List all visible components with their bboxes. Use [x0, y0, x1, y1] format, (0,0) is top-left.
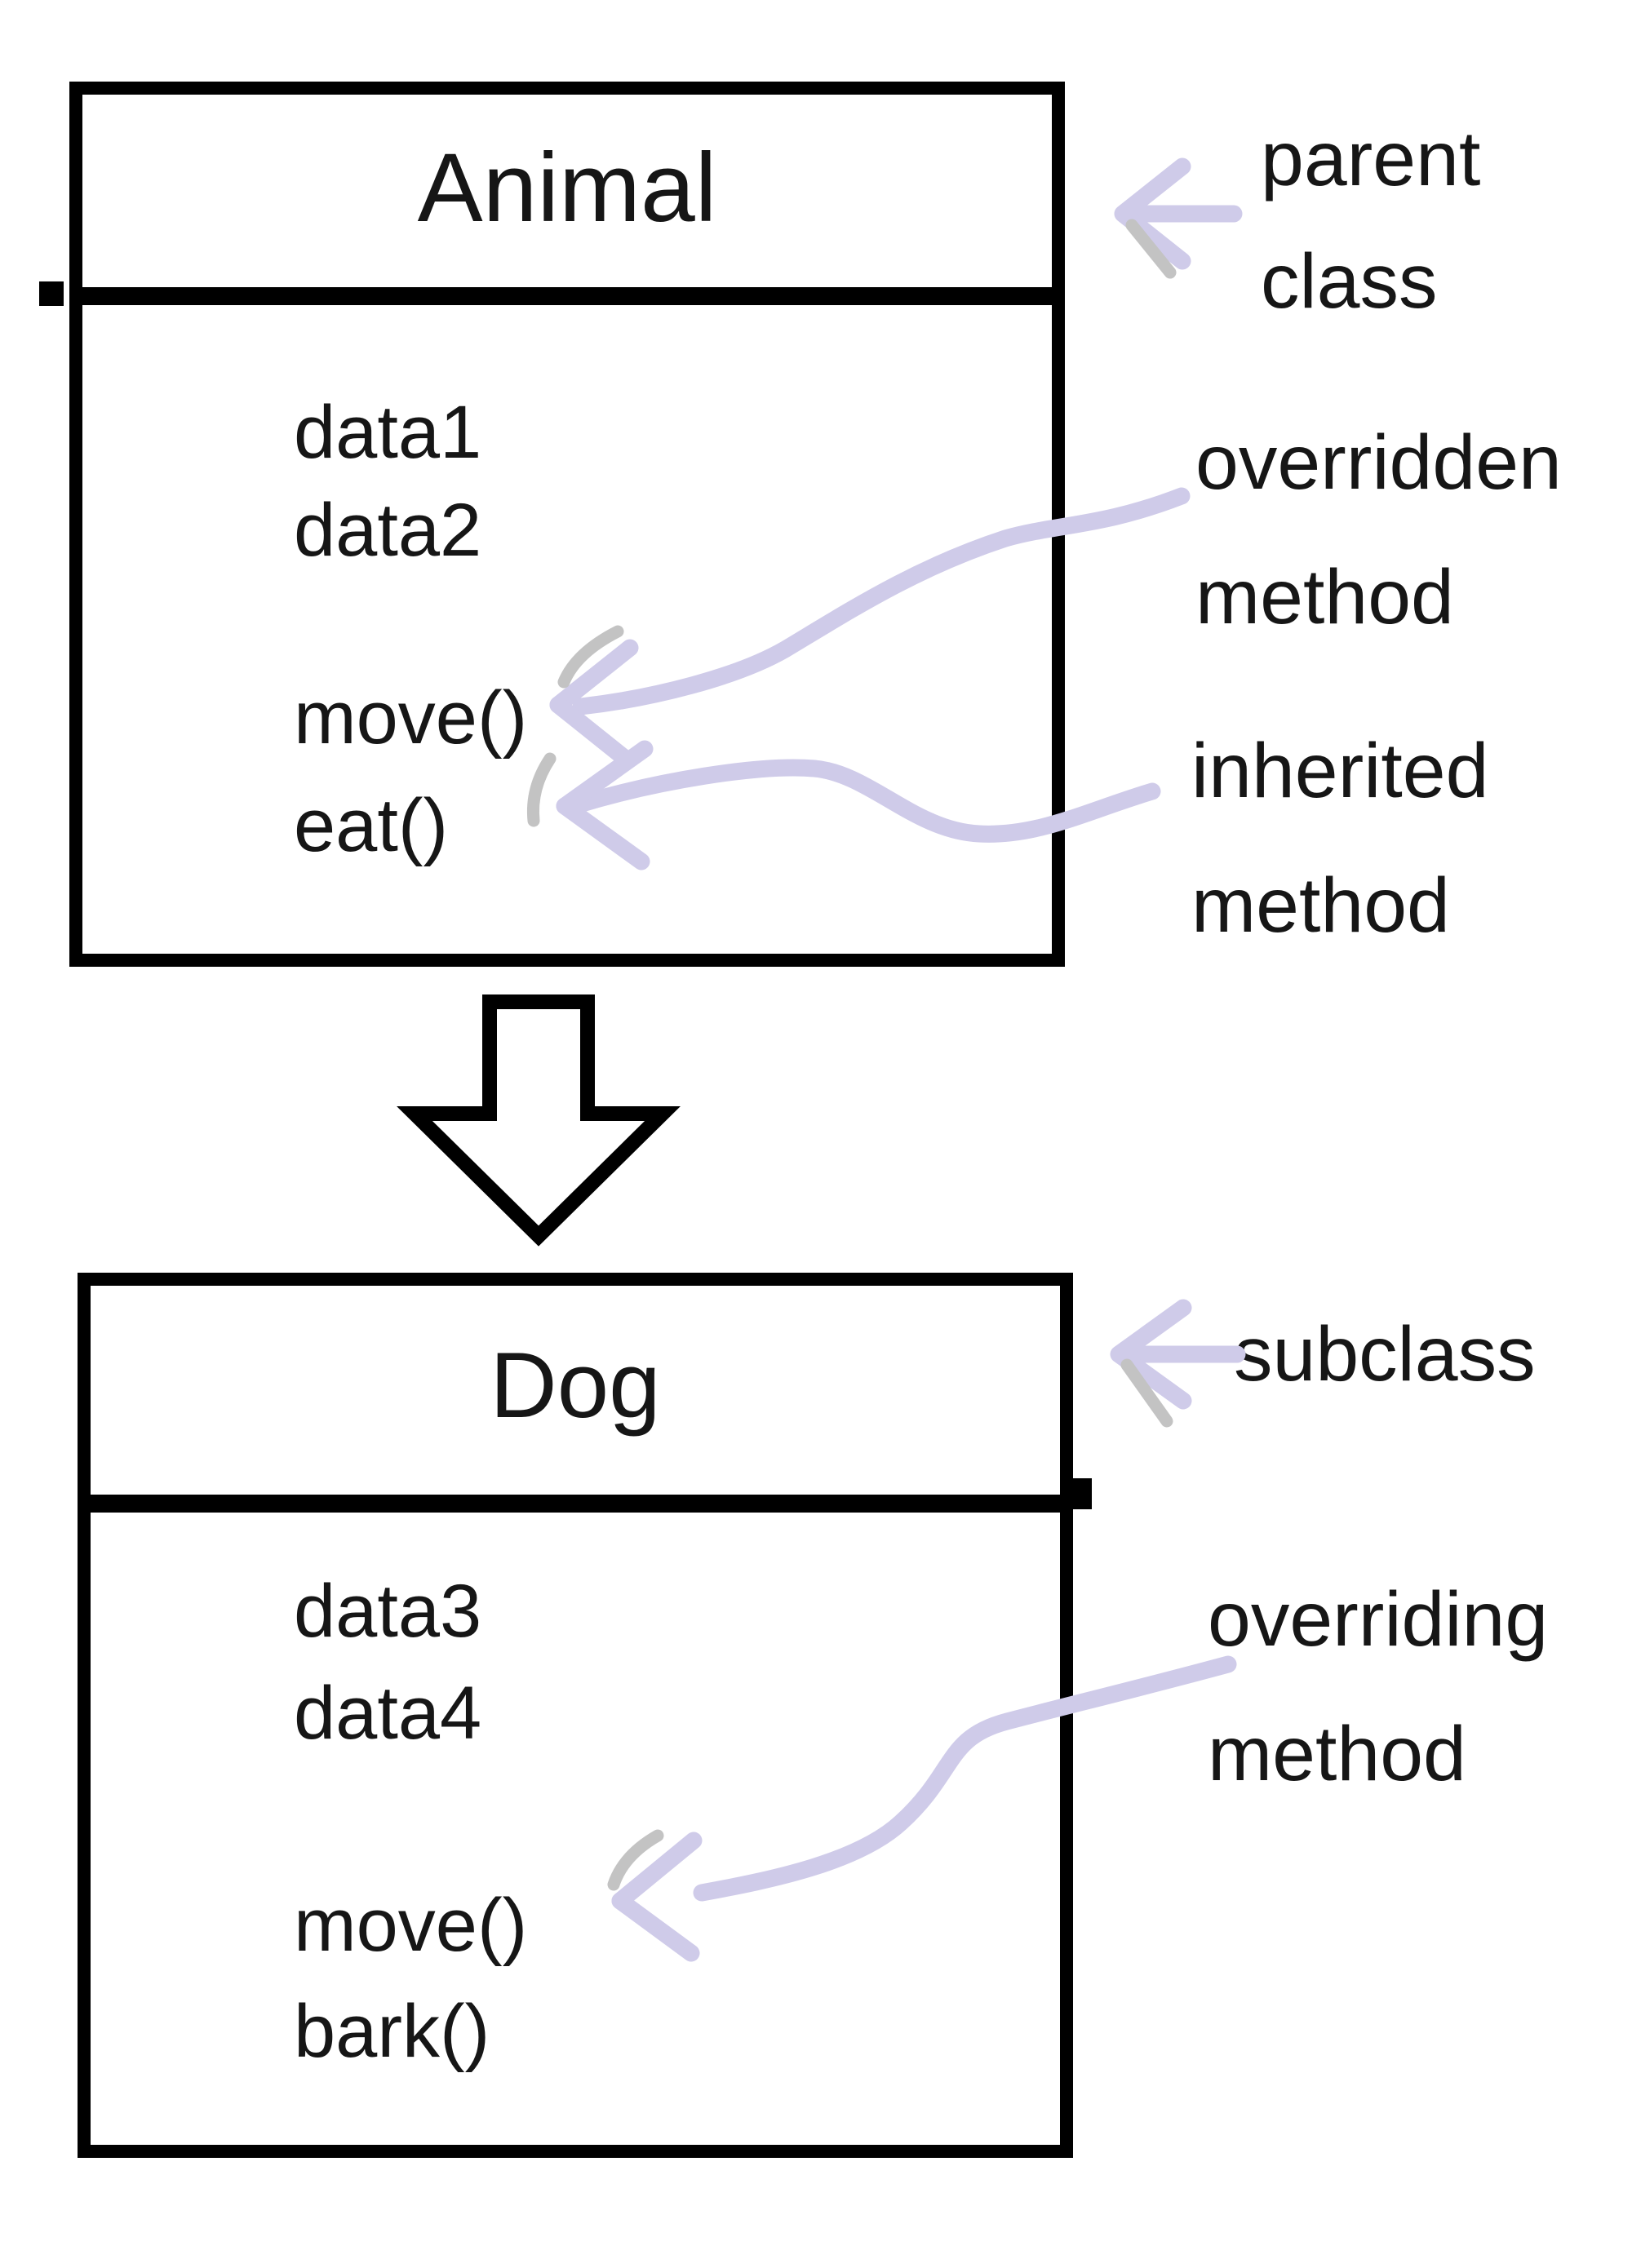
animal-class-title: Animal: [417, 133, 717, 242]
inheritance-down-arrow-icon: [397, 994, 681, 1247]
subclass-arrow-icon: [1110, 1299, 1246, 1428]
dog-method-move: move(): [294, 1884, 528, 1967]
inherited-method-label-line1: inherited: [1191, 728, 1489, 814]
overriding-method-label-line1: overriding: [1208, 1576, 1549, 1663]
parent-class-label-line2: class: [1261, 238, 1438, 325]
animal-field-1: data1: [294, 391, 482, 474]
dog-class-title: Dog: [490, 1334, 661, 1437]
overridden-method-label-line2: method: [1195, 554, 1454, 640]
animal-header-divider: [69, 287, 1065, 305]
inherited-method-label-line2: method: [1191, 862, 1450, 949]
dog-header-divider: [78, 1495, 1073, 1513]
animal-method-move: move(): [294, 676, 528, 760]
dog-method-bark: bark(): [294, 1990, 490, 2073]
animal-field-2: data2: [294, 489, 482, 572]
parent-class-arrow-icon: [1114, 157, 1243, 279]
parent-class-label-line1: parent: [1261, 116, 1481, 202]
dog-field-4: data4: [294, 1672, 482, 1755]
sketch-artifact: [1069, 1478, 1092, 1509]
dog-field-3: data3: [294, 1570, 482, 1653]
animal-method-eat: eat(): [294, 784, 449, 867]
overriding-method-label-line2: method: [1208, 1711, 1466, 1797]
subclass-label: subclass: [1234, 1311, 1536, 1398]
overridden-method-label-line1: overridden: [1195, 419, 1562, 506]
sketch-artifact: [39, 281, 64, 306]
